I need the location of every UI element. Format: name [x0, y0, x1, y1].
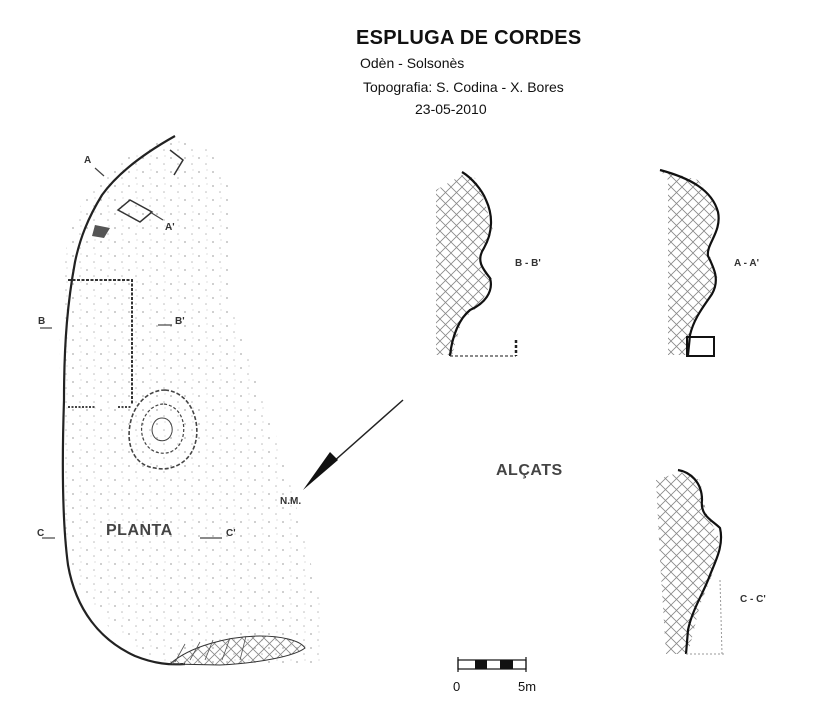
elevation-a-a-label: A - A': [734, 258, 759, 269]
plan-cave-wall: [61, 135, 186, 666]
plan-entrance-hatch: [168, 635, 306, 666]
elevation-c-c-label: C - C': [740, 594, 766, 605]
elevation-c-c: [656, 468, 724, 655]
topography-credit: Topografia: S. Codina - X. Bores: [363, 79, 564, 95]
plan-floor-stipple: [59, 137, 320, 665]
north-arrow-label: N.M.: [280, 496, 302, 507]
plan-section-mark-b: B: [38, 316, 46, 327]
plan-inner-chamber: [68, 279, 133, 405]
plan-upper-step: [116, 149, 184, 223]
survey-date: 23-05-2010: [415, 101, 487, 117]
plan-small-rocks: [92, 225, 110, 238]
plan-section-mark-c-prime: C': [226, 528, 236, 539]
survey-title: ESPLUGA DE CORDES: [356, 27, 582, 49]
plan-section-mark-a: A: [84, 155, 92, 166]
cave-plan: [40, 135, 320, 666]
scale-bar: [457, 657, 527, 672]
north-arrow: [303, 399, 404, 490]
plan-column-formation: [128, 389, 198, 470]
elevation-b-b-label: B - B': [515, 258, 541, 269]
plan-label: PLANTA: [106, 522, 173, 539]
plan-section-ticks: [40, 167, 222, 539]
elevation-b-b: [436, 171, 518, 357]
location-subtitle: Odèn - Solsonès: [360, 55, 465, 71]
elevation-a-a: [659, 168, 720, 357]
plan-section-mark-b-prime: B': [175, 316, 185, 327]
plan-section-mark-c: C: [37, 528, 45, 539]
scale-bar-end: 5m: [518, 679, 537, 694]
elevations-label: ALÇATS: [496, 462, 563, 479]
plan-entrance-ribs: [174, 635, 247, 663]
scale-bar-start: 0: [453, 679, 461, 694]
plan-section-mark-a-prime: A': [165, 222, 175, 233]
